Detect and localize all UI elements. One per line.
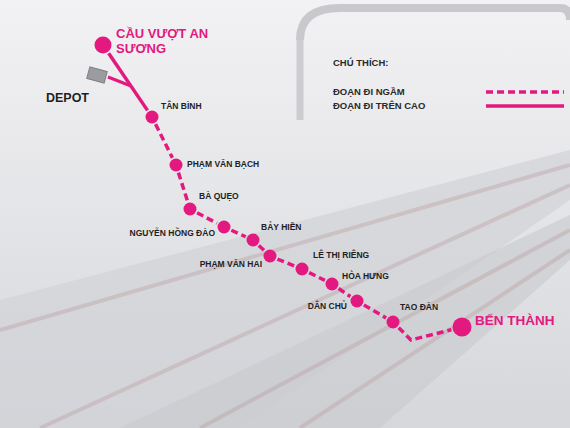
- depot-shape: [86, 67, 108, 83]
- legend-text: ĐOẠN ĐI TRÊN CAO: [333, 101, 425, 112]
- track-segment: [197, 213, 217, 224]
- track-segment: [178, 173, 187, 202]
- station-circle: PHẠM VĂN HAI: [263, 249, 277, 263]
- station-name: NGUYỄN HỒNG ĐÀO: [130, 229, 215, 239]
- station-circle: DÂN CHỦ: [350, 294, 364, 308]
- station-circle: LÊ THỊ RIÊNG: [295, 262, 309, 276]
- legend-line-sample: [486, 87, 566, 97]
- track-segment: [109, 53, 148, 110]
- track-segment: [231, 230, 245, 236]
- legend-text: ĐOẠN ĐI NGẦM: [333, 87, 405, 98]
- station-name: DEPOT: [46, 91, 89, 105]
- station-dot: [452, 317, 472, 337]
- station-name: BẾN THÀNH: [475, 313, 555, 329]
- station-dot: [386, 315, 400, 329]
- station-dot: [350, 294, 364, 308]
- track-segment: [339, 288, 351, 296]
- station-name: BÀ QUẸO: [199, 192, 239, 202]
- station-dot: [94, 36, 112, 54]
- depot-box: DEPOT: [86, 67, 108, 83]
- station-name: CẦU VƯỢT AN SƯƠNG: [116, 27, 212, 57]
- track-segment: [364, 305, 386, 318]
- station-dot: [295, 262, 309, 276]
- station-name: TAO ĐÀN: [400, 303, 438, 313]
- legend-line-sample: [486, 101, 566, 111]
- track-segment: [399, 328, 452, 340]
- station-name: LÊ THỊ RIÊNG: [313, 251, 369, 261]
- track-segment: [309, 273, 325, 281]
- station-name: TÂN BÌNH: [161, 102, 202, 112]
- station-dot: [183, 202, 197, 216]
- station-circle: TÂN BÌNH: [145, 110, 159, 124]
- terminal-station: BẾN THÀNH: [452, 317, 472, 337]
- station-dot: [263, 249, 277, 263]
- station-name: DÂN CHỦ: [308, 302, 347, 312]
- station-circle: TAO ĐÀN: [386, 315, 400, 329]
- station-circle: BÀ QUẸO: [183, 202, 197, 216]
- station-name: HÒA HƯNG: [342, 272, 389, 282]
- station-circle: HÒA HƯNG: [325, 277, 339, 291]
- legend-title: CHÚ THÍCH:: [333, 58, 388, 69]
- station-dot: [246, 233, 260, 247]
- track-segment: [259, 245, 264, 250]
- track-segment: [277, 259, 294, 266]
- station-circle: PHẠM VĂN BẠCH: [169, 158, 183, 172]
- station-name: BẢY HIỀN: [261, 223, 301, 233]
- track-segment: [156, 124, 173, 158]
- station-dot: [169, 158, 183, 172]
- station-dot: [217, 220, 231, 234]
- station-circle: NGUYỄN HỒNG ĐÀO: [217, 220, 231, 234]
- station-dot: [325, 277, 339, 291]
- station-dot: [145, 110, 159, 124]
- station-name: PHẠM VĂN BẠCH: [187, 160, 259, 170]
- station-circle: BẢY HIỀN: [246, 233, 260, 247]
- terminal-station: CẦU VƯỢT AN SƯƠNG: [94, 36, 112, 54]
- station-name: PHẠM VĂN HAI: [200, 260, 262, 270]
